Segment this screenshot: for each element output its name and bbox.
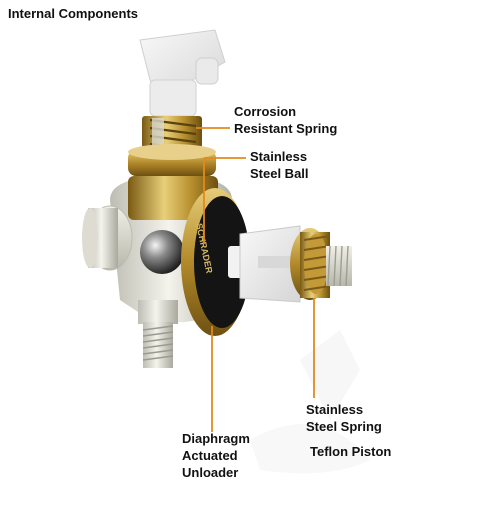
callout-stainless-steel-spring: Stainless Steel Spring	[306, 402, 382, 434]
callout-corrosion-resistant-spring: Corrosion Resistant Spring	[234, 104, 338, 136]
transparent-handle	[139, 29, 226, 117]
steel-ball	[140, 230, 184, 274]
diagram-title: Internal Components	[8, 6, 139, 21]
callout-diaphragm-actuated-unloader: Diaphragm Actuated Unloader	[182, 431, 250, 480]
callout-teflon-piston: Teflon Piston	[310, 444, 392, 459]
leader-steel-ball	[203, 157, 246, 244]
leader-lines	[196, 127, 315, 432]
piston-housing	[239, 225, 352, 303]
diaphragm-disc: SCHRADER	[181, 188, 266, 336]
bottom-thread	[138, 300, 178, 368]
callout-stainless-steel-ball: Stainless Steel Ball	[250, 149, 309, 181]
background-ghost-shapes	[250, 330, 370, 474]
corrosion-resistant-spring	[128, 116, 216, 176]
